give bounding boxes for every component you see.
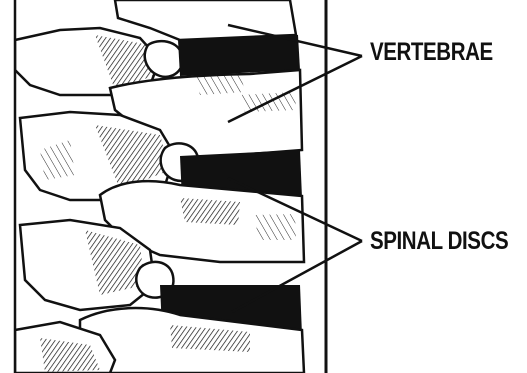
spinal-disc-1	[178, 35, 300, 76]
vertebrae-label: VERTEBRAE	[370, 38, 493, 67]
spinal-discs-label: SPINAL DISCS	[370, 227, 508, 256]
